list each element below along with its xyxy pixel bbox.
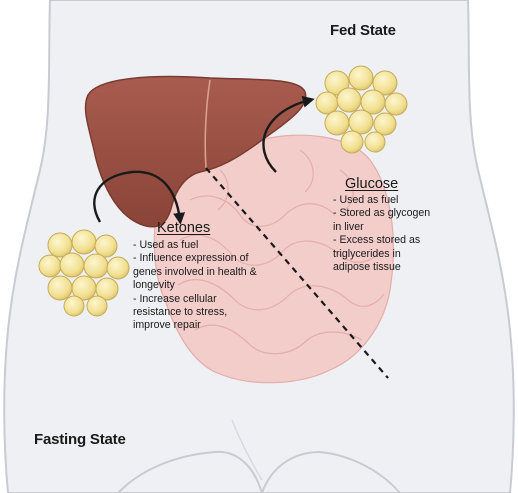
glucose-effect-triglycerides: - Excess stored as triglycerides in adip… (333, 234, 430, 274)
glucose-effect-fuel: - Used as fuel (333, 194, 430, 207)
glucose-heading: Glucose (345, 176, 398, 192)
ketones-effect-gene-expression: - Influence expression of genes involved… (133, 252, 257, 292)
glucose-effect-glycogen: - Stored as glycogen in liver (333, 207, 430, 234)
fasting-state-label: Fasting State (34, 431, 126, 448)
glucose-effects-list: - Used as fuel - Stored as glycogen in l… (333, 194, 430, 274)
ketones-heading: Ketones (157, 220, 210, 236)
ketones-effect-fuel: - Used as fuel (133, 239, 257, 252)
fed-state-label: Fed State (330, 22, 396, 39)
ketones-effect-stress-resistance: - Increase cellular resistance to stress… (133, 293, 257, 333)
ketones-effects-list: - Used as fuel - Influence expression of… (133, 239, 257, 333)
